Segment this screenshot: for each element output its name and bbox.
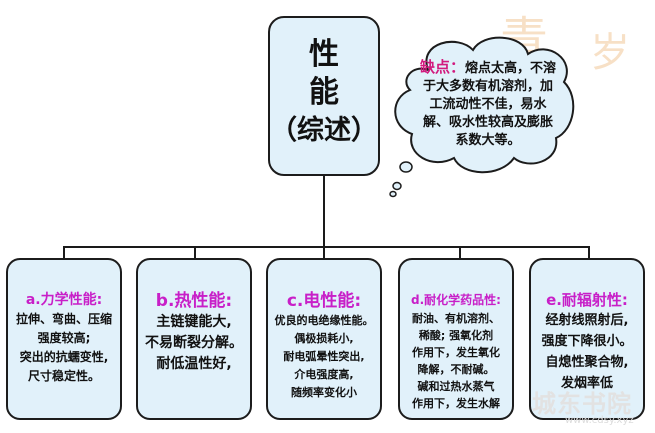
cloud-outline <box>394 36 575 174</box>
connector-drop <box>323 246 325 258</box>
card-title: e.耐辐射性: <box>546 291 628 309</box>
property-card-electrical: c.电性能: 优良的电绝缘性能。 偶极损耗小, 耐电弧晕性突出, 介电强度高, … <box>266 258 382 420</box>
connector-trunk <box>323 176 325 247</box>
background-decoration: 岁 <box>590 30 630 76</box>
property-card-mechanical: a.力学性能: 拉伸、弯曲、压缩 强度较高; 突出的抗蠕变性, 尺寸稳定性。 <box>6 258 122 420</box>
topic-line-3: （综述） <box>270 115 378 146</box>
cloud-bubble <box>392 181 402 191</box>
cloud-body: 熔点太高，不溶于大多数有机溶剂，加工流动性不佳，易水解、吸水性较高及膨胀系数大等… <box>422 61 557 148</box>
property-card-chemical: d.耐化学药品性: 耐油、有机溶剂、 稀酸; 强氧化剂 作用下，发生氧化 降解，… <box>398 258 514 420</box>
connector-drop <box>63 246 65 258</box>
cloud-text: 缺点：熔点太高，不溶于大多数有机溶剂，加工流动性不佳，易水解、吸水性较高及膨胀系… <box>418 58 558 150</box>
card-title: d.耐化学药品性: <box>411 293 501 307</box>
property-card-radiation: e.耐辐射性: 经射线照射后, 强度下降很小。 自熄性聚合物, 发烟率低 <box>529 258 645 420</box>
cloud-keyword: 缺点： <box>419 58 465 76</box>
cloud-bubble <box>389 190 397 198</box>
card-body: 经射线照射后, 强度下降很小。 自熄性聚合物, 发烟率低 <box>541 313 633 391</box>
cloud-shape <box>389 36 575 198</box>
topic-box: 性 能 （综述） <box>268 16 380 176</box>
topic-line-2: 能 <box>309 75 339 110</box>
connector-drop <box>194 246 196 258</box>
card-title: c.电性能: <box>286 291 362 311</box>
property-card-thermal: b.热性能: 主链键能大, 不易断裂分解。 耐低温性好, <box>136 258 252 420</box>
card-body: 拉伸、弯曲、压缩 强度较高; 突出的抗蠕变性, 尺寸稳定性。 <box>15 312 112 383</box>
connector-drop <box>588 246 590 258</box>
card-body: 优良的电绝缘性能。 偶极损耗小, 耐电弧晕性突出, 介电强度高, 随频率变化小 <box>274 314 374 399</box>
card-body: 耐油、有机溶剂、 稀酸; 强氧化剂 作用下，发生氧化 降解，不耐碱。 碱和过热水… <box>412 312 500 410</box>
watermark-url: www.cdsy.xyz <box>565 415 634 426</box>
drawbacks-cloud: 缺点：熔点太高，不溶于大多数有机溶剂，加工流动性不佳，易水解、吸水性较高及膨胀系… <box>388 30 578 200</box>
connector-drop <box>459 246 461 258</box>
cloud-bubble <box>399 161 413 173</box>
watermark-text: 城东书院 <box>532 390 632 418</box>
card-title: b.热性能: <box>155 291 233 311</box>
card-body: 主链键能大, 不易断裂分解。 耐低温性好, <box>145 314 243 372</box>
card-title: a.力学性能: <box>25 292 103 308</box>
topic-line-1: 性 <box>309 37 339 72</box>
connector-horizontal <box>63 246 590 248</box>
